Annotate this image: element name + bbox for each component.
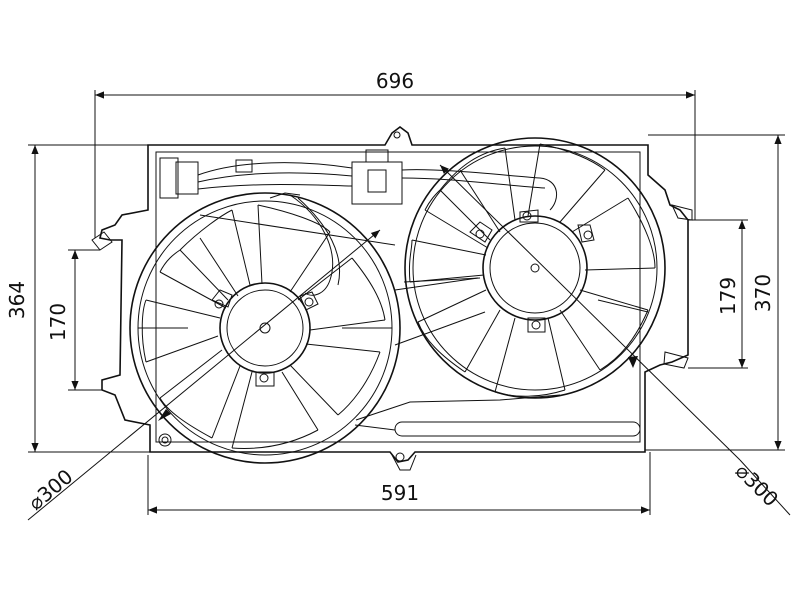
support-struts [355, 277, 561, 421]
dimension-label-left-fan-diameter: ⌀300 [24, 464, 78, 515]
dimension-top-width: 696 [94, 69, 696, 238]
dimension-label-bottom-width: 591 [381, 481, 419, 505]
dimension-bottom-width: 591 [147, 452, 651, 515]
dimension-right-height: 370 [645, 134, 785, 451]
dimension-left-inner-height: 170 [46, 249, 102, 391]
left-fan-blades [141, 204, 386, 449]
wiring-harness [159, 149, 558, 296]
dimension-label-right-fan-diameter: ⌀300 [731, 459, 783, 511]
right-fan-blades [408, 143, 656, 397]
dimension-label-left-inner-height: 170 [46, 303, 70, 341]
leader-left-fan-diameter: ⌀300 [24, 229, 381, 521]
dimension-label-right-height: 370 [751, 274, 775, 312]
dimension-label-right-inner-height: 179 [716, 277, 740, 315]
dimension-label-top-width: 696 [376, 69, 414, 93]
dimension-left-height: 364 [5, 144, 150, 453]
dimension-label-left-height: 364 [5, 281, 29, 319]
right-fan [403, 137, 666, 399]
shroud-frame [91, 126, 693, 471]
left-fan [129, 192, 401, 464]
leader-right-fan-diameter: ⌀300 [439, 164, 791, 516]
dimension-right-inner-height: 179 [688, 219, 748, 369]
